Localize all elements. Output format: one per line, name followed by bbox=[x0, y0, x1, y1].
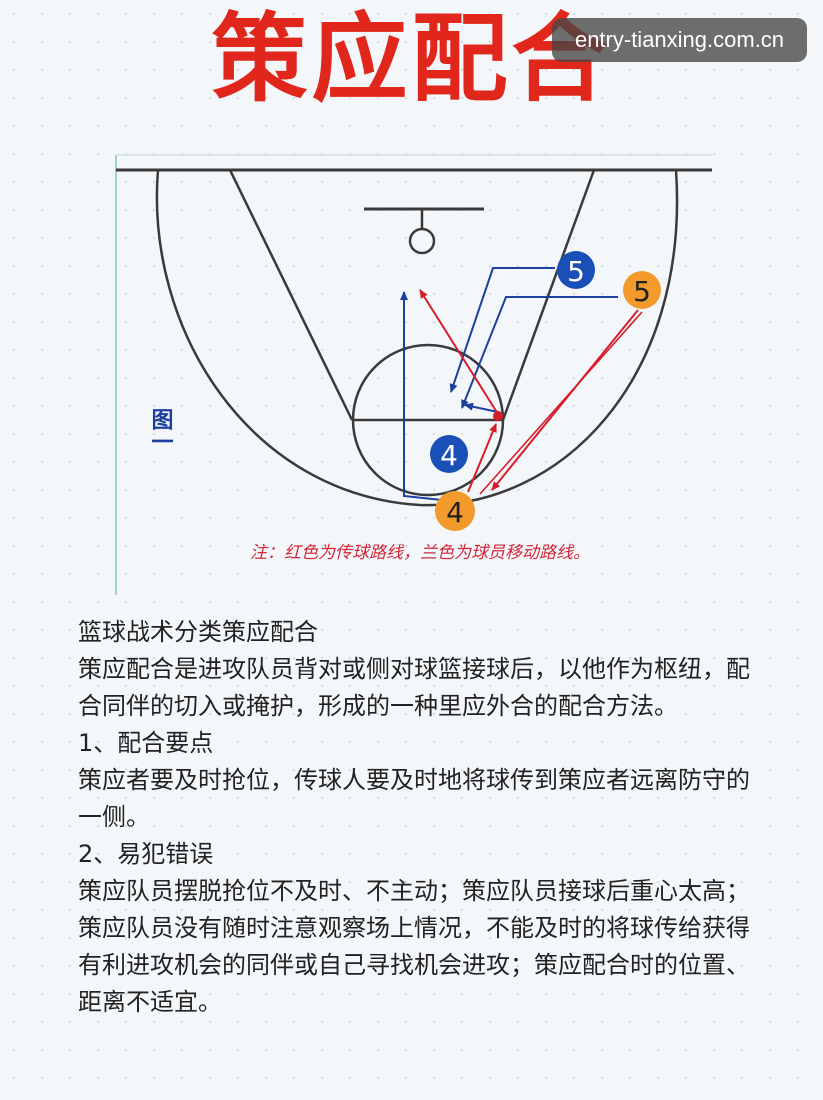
player-4-offense-number: 4 bbox=[446, 496, 464, 529]
point1-title: 1、配合要点 bbox=[78, 729, 214, 757]
player-4-offense: 4 bbox=[435, 491, 475, 531]
move-line-blue-short bbox=[464, 402, 499, 413]
free-throw-circle bbox=[351, 343, 505, 497]
rim bbox=[408, 227, 436, 255]
watermark: entry-tianxing.com.cn bbox=[552, 18, 807, 62]
pass-line-red-4 bbox=[479, 311, 643, 495]
lane-line-right bbox=[501, 169, 596, 421]
figure-label-text: 图一 bbox=[148, 408, 174, 452]
three-point-arc bbox=[155, 169, 679, 507]
move-line-blue-4 bbox=[400, 291, 443, 501]
pass-line-red-2 bbox=[419, 289, 499, 415]
article-heading: 篮球战术分类策应配合 bbox=[78, 618, 318, 646]
player-5-offense-number: 5 bbox=[633, 275, 651, 308]
pass-line-red-3 bbox=[491, 309, 639, 491]
article-intro: 策应配合是进攻队员背对或侧对球篮接球后，以他作为枢纽，配合同伴的切入或掩护，形成… bbox=[78, 655, 750, 720]
player-5-defense-number: 5 bbox=[567, 255, 585, 288]
player-5-defense: 5 bbox=[557, 251, 595, 289]
point2-body: 策应队员摆脱抢位不及时、不主动；策应队员接球后重心太高；策应队员没有随时注意观察… bbox=[78, 877, 750, 1016]
court-diagram: 5 5 4 4 图一 注：红色为传球路线，兰色为球员移动路线。 bbox=[115, 154, 712, 595]
move-line-blue-5a bbox=[449, 267, 555, 393]
pass-line-red-1 bbox=[467, 423, 497, 493]
lane-line-left bbox=[228, 169, 354, 421]
point1-body: 策应者要及时抢位，传球人要及时地将球传到策应者远离防守的一侧。 bbox=[78, 766, 750, 831]
page-title: 策应配合 bbox=[211, 3, 612, 115]
diagram-note: 注：红色为传球路线，兰色为球员移动路线。 bbox=[250, 543, 590, 563]
figure-label: 图一 bbox=[148, 408, 174, 452]
player-5-offense: 5 bbox=[623, 271, 661, 309]
player-4-defense: 4 bbox=[430, 435, 468, 473]
point2-title: 2、易犯错误 bbox=[78, 840, 214, 868]
move-line-blue-5b bbox=[461, 296, 618, 409]
ball-position-dot bbox=[493, 411, 503, 421]
player-4-defense-number: 4 bbox=[440, 439, 458, 472]
article-text: 篮球战术分类策应配合 策应配合是进攻队员背对或侧对球篮接球后，以他作为枢纽，配合… bbox=[78, 614, 758, 1021]
